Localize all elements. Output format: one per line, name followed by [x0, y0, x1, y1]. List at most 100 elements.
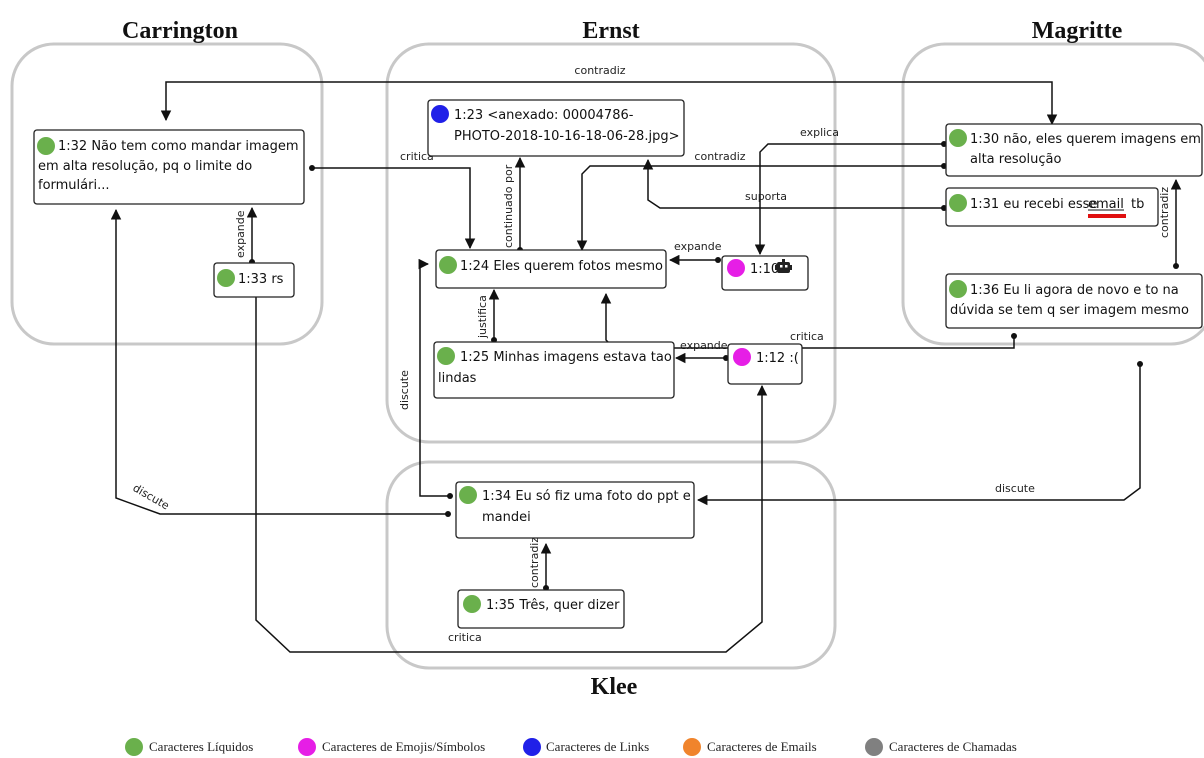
- edge-label: expande: [674, 240, 722, 253]
- edge-discute-134-124: discute: [398, 258, 453, 499]
- node-line: 1:34 Eu só fiz uma foto do ppt e: [482, 489, 691, 504]
- edge-origin-dot: [715, 257, 721, 263]
- group-magritte-frame: [901, 42, 1204, 346]
- node-1-23[interactable]: 1:23 <anexado: 00004786- PHOTO-2018-10-1…: [427, 99, 685, 157]
- legend-dot: [298, 738, 316, 756]
- node-line: em alta resolução, pq o limite do: [38, 159, 252, 174]
- node-1-25[interactable]: 1:25 Minhas imagens estava tao lindas: [433, 341, 675, 399]
- edge-origin-dot: [445, 511, 451, 517]
- legend-dot: [865, 738, 883, 756]
- node-line: 1:33 rs: [238, 272, 284, 287]
- node-line: PHOTO-2018-10-16-18-06-28.jpg>: [454, 129, 679, 144]
- legend-item-emails: Caracteres de Emails: [683, 738, 817, 756]
- liquid-chars-dot: [37, 137, 55, 155]
- legend-label: Caracteres de Emojis/Símbolos: [322, 739, 485, 754]
- node-line: 1:12 :(: [756, 351, 799, 366]
- edge-line: [576, 165, 944, 252]
- legend-item-chamadas: Caracteres de Chamadas: [865, 738, 1017, 756]
- liquid-chars-dot: [949, 194, 967, 212]
- liquid-chars-dot: [217, 269, 235, 287]
- node-line: tb: [1131, 197, 1144, 212]
- edge-label: justifica: [476, 295, 489, 339]
- legend-item-emojis: Caracteres de Emojis/Símbolos: [298, 738, 485, 756]
- legend-label: Caracteres de Emails: [707, 739, 817, 754]
- edge-discute-136-134: discute: [696, 361, 1143, 506]
- node-1-35[interactable]: 1:35 Três, quer dizer: [457, 589, 625, 629]
- group-magritte: Magritte: [901, 18, 1204, 346]
- group-klee-title: Klee: [591, 674, 638, 700]
- link-chars-dot: [431, 105, 449, 123]
- node-line: mandei: [482, 510, 531, 525]
- edge-contradiz-136-131: contradiz: [1158, 178, 1182, 269]
- edge-label: critica: [448, 631, 482, 644]
- group-ernst-title: Ernst: [582, 18, 639, 44]
- node-line: 1:31 eu recebi esse: [970, 197, 1097, 212]
- edge-label: contradiz: [1158, 187, 1171, 238]
- edge-line: [160, 81, 1058, 126]
- legend-label: Caracteres de Chamadas: [889, 739, 1017, 754]
- edge-label: contradiz: [528, 537, 541, 588]
- edge-label: explica: [800, 126, 839, 139]
- edge-label: discute: [131, 481, 172, 512]
- legend-label: Caracteres de Links: [546, 739, 649, 754]
- edge-label: critica: [400, 150, 434, 163]
- edge-label: suporta: [745, 190, 787, 203]
- group-klee-frame: [385, 460, 837, 670]
- edge-continuado-124-123: continuado por: [502, 156, 526, 253]
- legend-item-links: Caracteres de Links: [523, 738, 649, 756]
- edge-critica-132-124: critica: [309, 150, 476, 250]
- edge-label: expande: [234, 210, 247, 258]
- edge-label: discute: [995, 482, 1035, 495]
- node-line: 1:23 <anexado: 00004786-: [454, 108, 634, 123]
- group-carrington: Carrington: [10, 18, 324, 346]
- edge-label: continuado por: [502, 164, 515, 248]
- liquid-chars-dot: [949, 280, 967, 298]
- emoji-chars-dot: [733, 348, 751, 366]
- node-email-word: email: [1088, 197, 1124, 212]
- node-line: alta resolução: [970, 152, 1062, 167]
- edge-contradiz-132-130: contradiz: [160, 64, 1058, 126]
- node-1-33[interactable]: 1:33 rs: [213, 262, 295, 298]
- node-1-31[interactable]: 1:31 eu recebi esse email tb: [945, 187, 1159, 227]
- group-klee: Klee: [385, 460, 837, 700]
- node-line: 1:32 Não tem como mandar imagem: [58, 139, 299, 154]
- node-line: lindas: [438, 371, 477, 386]
- edge-label: discute: [398, 370, 411, 410]
- node-1-24[interactable]: 1:24 Eles querem fotos mesmo: [435, 249, 667, 289]
- node-line: formulári...: [38, 178, 109, 193]
- edge-line: [110, 208, 448, 515]
- edge-line: [312, 167, 476, 250]
- edge-origin-dot: [309, 165, 315, 171]
- edge-expande-110-124: expande: [668, 240, 722, 266]
- node-line: 1:25 Minhas imagens estava tao: [460, 350, 672, 365]
- legend-dot: [125, 738, 143, 756]
- emoji-chars-dot: [727, 259, 745, 277]
- edge-suporta-131-123: suporta: [642, 158, 947, 211]
- robot-icon: [775, 259, 792, 273]
- edge-line: [696, 364, 1141, 506]
- node-1-36[interactable]: 1:36 Eu li agora de novo e to na dúvida …: [945, 273, 1203, 329]
- edge-line: [255, 278, 768, 653]
- liquid-chars-dot: [459, 486, 477, 504]
- group-carrington-title: Carrington: [122, 18, 238, 44]
- node-1-10[interactable]: 1:10: [721, 255, 809, 291]
- liquid-chars-dot: [949, 129, 967, 147]
- edge-origin-dot: [1137, 361, 1143, 367]
- node-line: 1:35 Três, quer dizer: [486, 598, 620, 613]
- node-1-30[interactable]: 1:30 não, eles querem imagens em alta re…: [945, 123, 1203, 177]
- group-ernst-frame: [385, 42, 837, 444]
- node-1-12[interactable]: 1:12 :(: [727, 343, 803, 385]
- edge-label: critica: [790, 330, 824, 343]
- legend-dot: [523, 738, 541, 756]
- group-magritte-title: Magritte: [1032, 18, 1123, 44]
- node-line: 1:24 Eles querem fotos mesmo: [460, 259, 663, 274]
- edge-contradiz-135-134: contradiz: [528, 537, 552, 591]
- edge-label: contradiz: [694, 150, 745, 163]
- legend-item-liquidos: Caracteres Líquidos: [125, 738, 253, 756]
- group-ernst: Ernst: [385, 18, 837, 444]
- edge-line: [418, 258, 450, 497]
- node-1-34[interactable]: 1:34 Eu só fiz uma foto do ppt e mandei: [455, 481, 695, 539]
- group-carrington-frame: [10, 42, 324, 346]
- node-1-32[interactable]: 1:32 Não tem como mandar imagem em alta …: [33, 129, 305, 205]
